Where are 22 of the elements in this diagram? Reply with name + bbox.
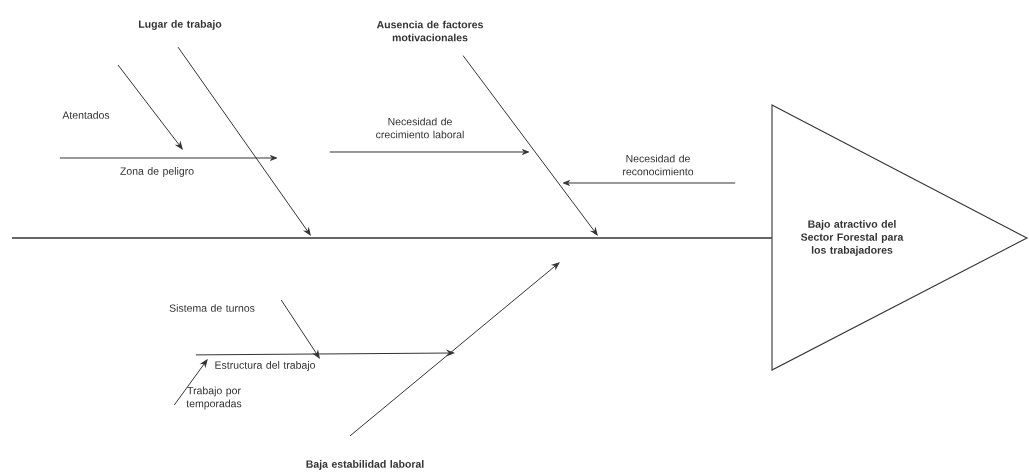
arrow [280, 299, 320, 359]
arrow [195, 350, 455, 356]
effect-triangle: Bajo atractivo del Sector Forestal para los trabajadores [771, 104, 1029, 371]
arrow [562, 180, 736, 186]
bone-label: Ausencia de factores motivacionales [376, 20, 483, 42]
cause-text: Sistema de turnos [169, 304, 255, 312]
arrow [329, 149, 530, 155]
spine-line [11, 237, 773, 239]
arrow [462, 55, 598, 236]
arrow [177, 46, 311, 236]
arrow [349, 262, 560, 437]
arrow [59, 155, 278, 161]
cause-text: Zona de peligro [120, 167, 194, 177]
cause-text: Trabajo por temporadas [186, 386, 242, 410]
arrow [173, 359, 208, 406]
cause-text: Necesidad de reconocimiento [623, 154, 694, 176]
bone-label: Lugar de trabajo [139, 20, 222, 30]
bone-label: Baja estabilidad laboral [306, 460, 424, 470]
cause-text: Estructura del trabajo [215, 361, 316, 371]
arrow [117, 64, 183, 150]
edge-label: Atentados [62, 111, 110, 119]
cause-text: Necesidad de crecimiento laboral [376, 117, 464, 139]
